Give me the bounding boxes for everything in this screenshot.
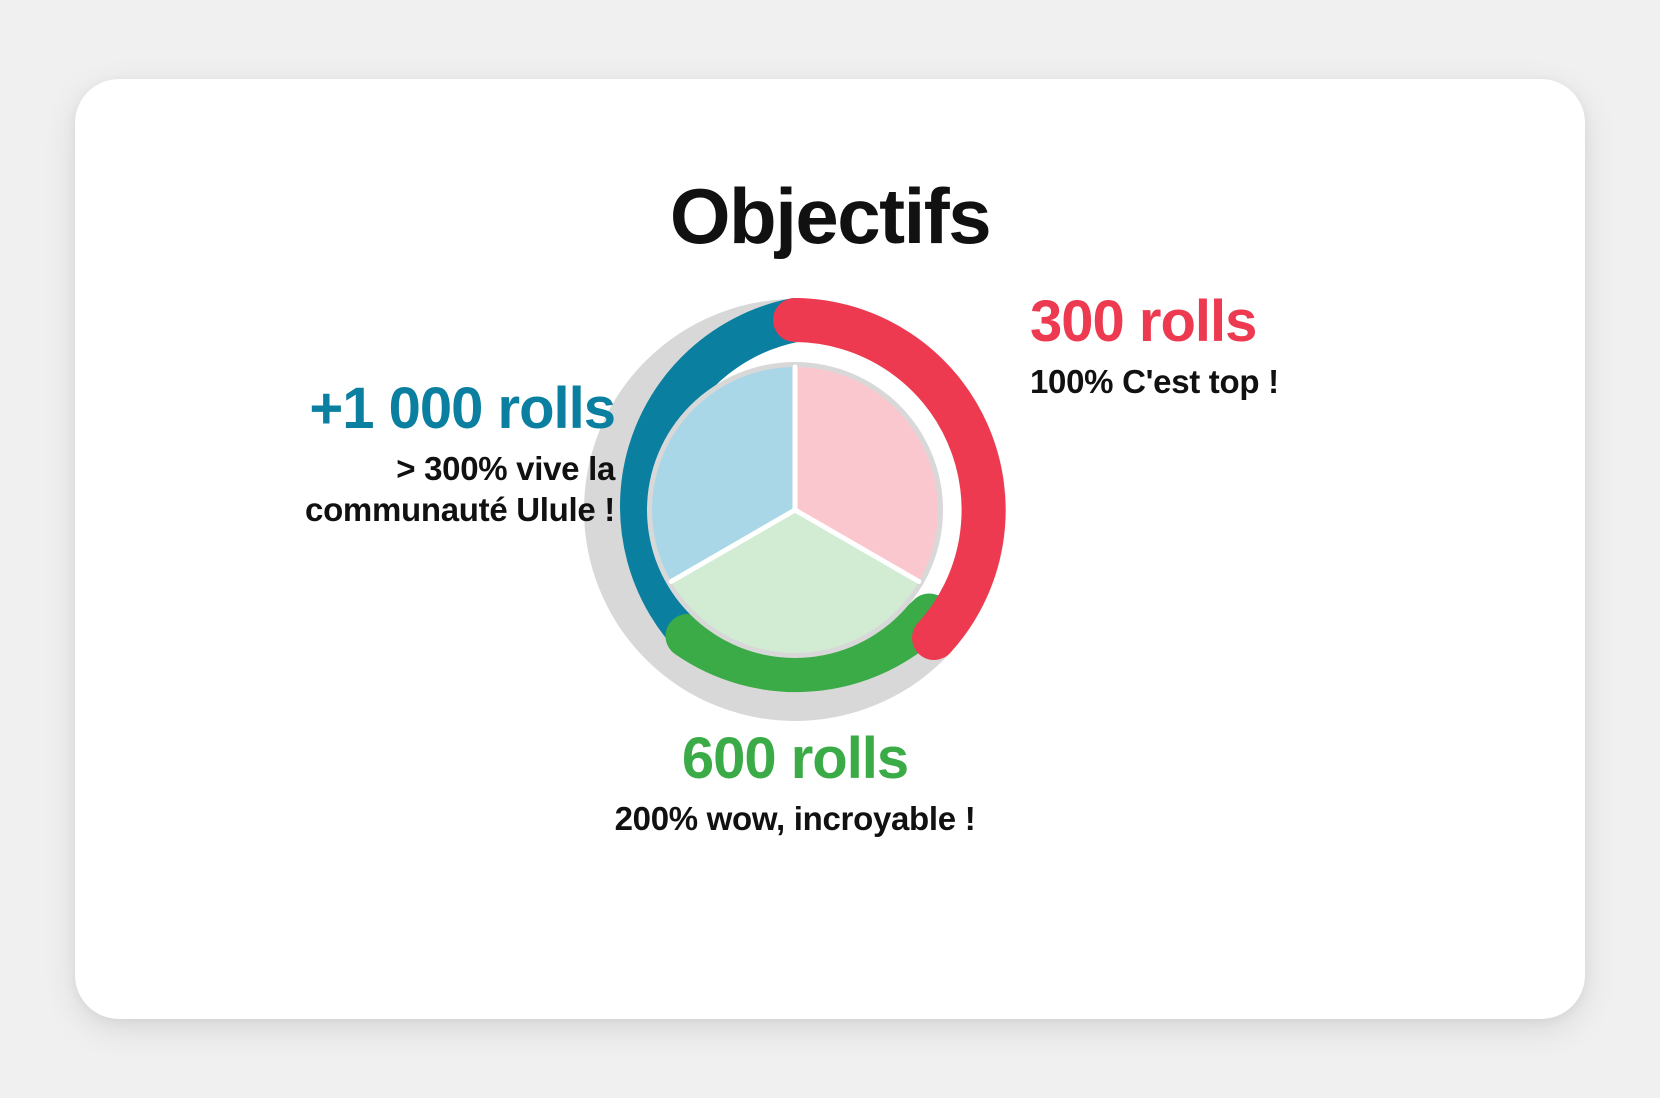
ring-segments — [620, 298, 1006, 693]
donut-chart-icon — [584, 298, 1006, 721]
pie-slice-600 — [671, 510, 919, 653]
goal-note-1000: > 300% vive la communauté Ulule ! — [95, 448, 615, 531]
goal-note-600: 200% wow, incroyable ! — [425, 798, 1165, 839]
goal-label-1000: +1 000 rolls > 300% vive la communauté U… — [95, 376, 616, 531]
page-title: Objectifs — [669, 172, 992, 260]
goal-value-300: 300 rolls — [1030, 289, 1257, 354]
goal-note-600-line-1: 200% wow, incroyable ! — [614, 799, 976, 837]
goal-label-600: 600 rolls 200% wow, incroyable ! — [425, 726, 1165, 839]
goal-label-300: 300 rolls 100% C'est top ! — [1030, 289, 1279, 402]
ring-segment-600 — [665, 593, 952, 693]
ring-segment-1000 — [620, 298, 817, 666]
inner-pie — [652, 364, 938, 653]
goal-note-300-line-1: 100% C'est top ! — [1030, 362, 1279, 400]
goal-note-300: 100% C'est top ! — [1030, 361, 1279, 402]
goal-note-1000-line-1: > 300% vive la — [396, 449, 615, 487]
goal-value-1000: +1 000 rolls — [309, 376, 616, 441]
goal-note-1000-line-2: communauté Ulule ! — [305, 491, 615, 529]
goal-value-600: 600 rolls — [681, 726, 909, 791]
objectives-card: Objectifs — [75, 79, 1585, 1019]
objectives-donut-chart — [577, 292, 1013, 728]
ring-segment-300 — [773, 298, 1006, 660]
pie-dividers — [668, 364, 922, 584]
